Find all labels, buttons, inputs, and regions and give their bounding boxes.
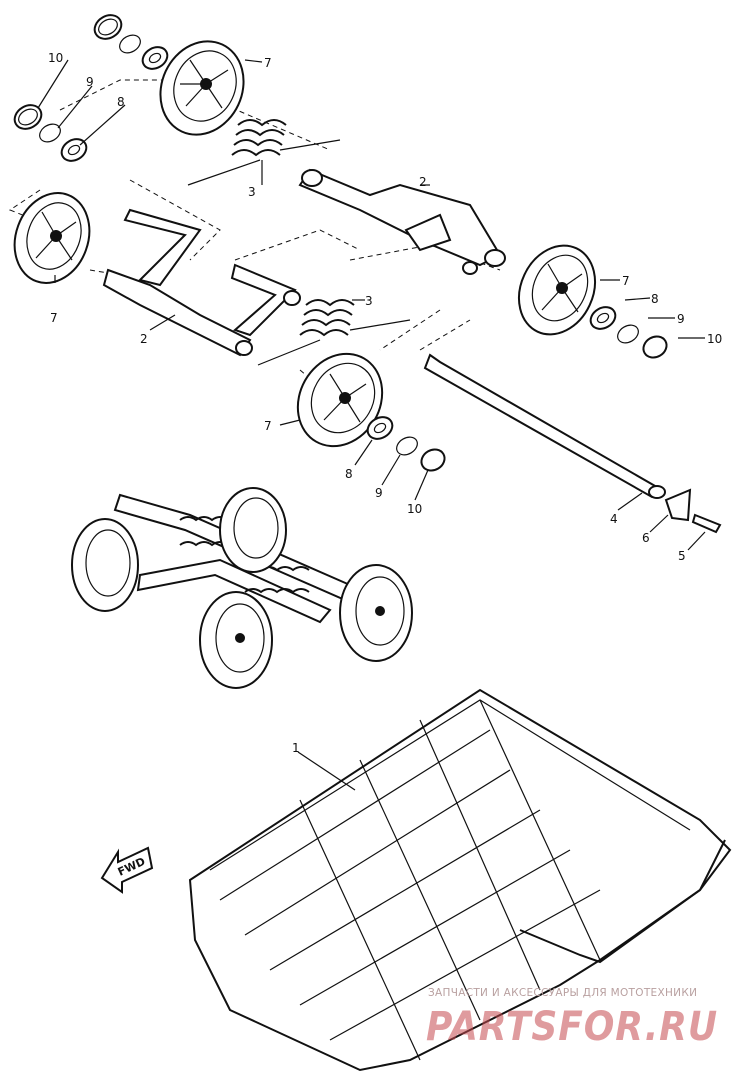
label-part-7: 7 bbox=[622, 274, 630, 288]
label-part-8: 8 bbox=[117, 95, 125, 109]
wheel-left bbox=[13, 192, 91, 284]
right-hardware-stack bbox=[589, 306, 668, 359]
label-part-6: 6 bbox=[642, 531, 650, 545]
label-part-8: 8 bbox=[651, 292, 659, 306]
slide-rail bbox=[423, 353, 722, 534]
label-part-8: 8 bbox=[345, 467, 353, 481]
label-part-9: 9 bbox=[375, 486, 383, 500]
watermark-tagline: ЗАПЧАСТИ И АКСЕССУАРЫ ДЛЯ МОТОТЕХНИКИ bbox=[428, 987, 697, 999]
part-labels: 10 9 8 7 3 2 7 2 3 7 8 9 10 7 8 9 10 4 6… bbox=[48, 51, 722, 755]
wheel-top bbox=[159, 40, 245, 136]
swing-arm-upper bbox=[298, 168, 506, 275]
label-part-2: 2 bbox=[419, 175, 427, 189]
wheel-right bbox=[518, 244, 596, 336]
label-part-1: 1 bbox=[292, 741, 300, 755]
label-part-10: 10 bbox=[707, 332, 722, 346]
label-part-9: 9 bbox=[677, 312, 685, 326]
swing-arm-lower bbox=[102, 208, 301, 357]
label-part-7: 7 bbox=[264, 56, 272, 70]
label-part-3: 3 bbox=[365, 294, 373, 308]
spring-middle bbox=[257, 299, 411, 366]
leader-lines bbox=[37, 59, 706, 791]
label-part-9: 9 bbox=[86, 75, 94, 89]
watermark-brand: PARTSFOR.RU bbox=[426, 1004, 718, 1050]
label-part-7: 7 bbox=[50, 311, 58, 325]
label-part-5: 5 bbox=[678, 549, 686, 563]
label-part-2: 2 bbox=[140, 332, 148, 346]
wheel-middle bbox=[296, 352, 384, 448]
middle-hardware-stack bbox=[366, 416, 446, 472]
track-belt bbox=[188, 688, 732, 1072]
top-hardware-stack bbox=[13, 14, 169, 162]
label-part-10: 10 bbox=[407, 502, 422, 516]
label-part-4: 4 bbox=[610, 512, 618, 526]
label-part-3: 3 bbox=[248, 185, 256, 199]
assembled-suspension bbox=[71, 487, 413, 689]
watermark: ЗАПЧАСТИ И АКСЕССУАРЫ ДЛЯ МОТОТЕХНИКИ PA… bbox=[426, 987, 718, 1050]
fwd-arrow: FWD bbox=[100, 846, 154, 894]
label-part-7: 7 bbox=[264, 419, 272, 433]
label-part-10: 10 bbox=[48, 51, 63, 65]
spring-top bbox=[187, 119, 341, 186]
